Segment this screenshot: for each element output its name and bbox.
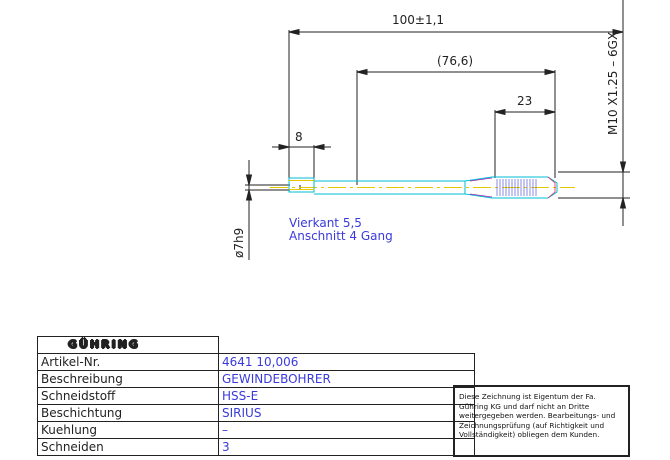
square-note: Vierkant 5,5 (289, 216, 362, 230)
table-row: Schneidstoff HSS-E (37, 387, 475, 405)
row-label: Schneiden (37, 438, 219, 456)
row-label: Beschreibung (37, 370, 219, 388)
thread-spec-label: M10 X1.25 – 6GX (606, 32, 620, 135)
dimension-lines (245, 0, 627, 260)
tap-body (270, 176, 575, 199)
row-label: Kuehlung (37, 421, 219, 439)
table-row: Beschichtung SIRIUS (37, 404, 475, 422)
row-label: Beschichtung (37, 404, 219, 422)
chamfer-note: Anschnitt 4 Gang (289, 229, 393, 243)
row-value: 3 (218, 438, 475, 456)
table-row: Kuehlung – (37, 421, 475, 439)
thread-length-label: 23 (517, 94, 532, 108)
empty-cell (218, 336, 475, 354)
title-block-brand-row: GÜHRING (37, 336, 475, 354)
row-label: Schneidstoff (37, 387, 219, 405)
row-value: HSS-E (218, 387, 475, 405)
square-length-label: 8 (295, 130, 303, 144)
table-row: Schneiden 3 (37, 438, 475, 456)
overall-length-label: 100±1,1 (392, 13, 444, 27)
table-row: Beschreibung GEWINDEBOHRER (37, 370, 475, 388)
row-value: – (218, 421, 475, 439)
row-label: Artikel-Nr. (37, 353, 219, 371)
title-block: GÜHRING Artikel-Nr. 4641 10,006 Beschrei… (37, 336, 475, 456)
shank-diameter-label: ø7h9 (232, 228, 246, 258)
row-value: SIRIUS (218, 404, 475, 422)
brand-logo: GÜHRING (37, 336, 219, 354)
row-value: GEWINDEBOHRER (218, 370, 475, 388)
ownership-disclaimer: Diese Zeichnung ist Eigentum der Fa. Güh… (453, 385, 630, 457)
table-row: Artikel-Nr. 4641 10,006 (37, 353, 475, 371)
row-value: 4641 10,006 (218, 353, 475, 371)
shank-length-label: (76,6) (437, 54, 473, 68)
